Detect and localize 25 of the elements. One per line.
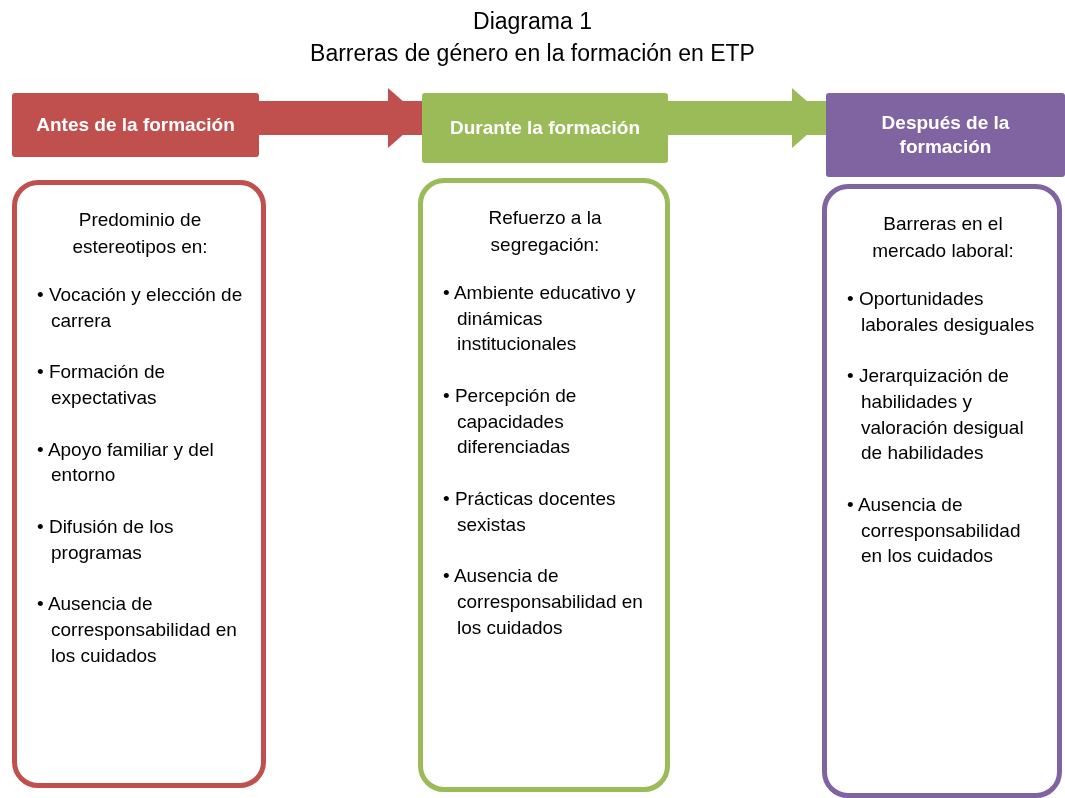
- bullet-item: • Apoyo familiar y del entorno: [37, 437, 215, 488]
- panel-heading: Refuerzo a la segregación:: [487, 206, 603, 257]
- stage-header: Después de la formación: [826, 93, 1065, 177]
- bullet-item: • Percepción de capacidades diferenciadas: [443, 384, 578, 460]
- bullet-item: • Ausencia de corresponsabilidad en los cuidados: [37, 592, 238, 668]
- panel-heading: Predominio de estereotipos en:: [71, 208, 209, 259]
- arrow: [668, 88, 826, 148]
- bullet-item: • Vocación y elección de carrera: [37, 283, 243, 333]
- bullet-item: • Ausencia de corresponsabilidad en los cuidados: [443, 564, 644, 640]
- bullet-item: • Ambiente educativo y dinámicas institucionales: [443, 281, 637, 357]
- bullet-item: • Oportunidades laborales desiguales: [847, 287, 1036, 337]
- title: Barreras de género en la formación en ETP: [309, 40, 756, 67]
- stage-header: Antes de la formación: [12, 93, 259, 157]
- bullet-item: • Ausencia de corresponsabilidad en los cuidados: [847, 493, 1022, 569]
- barrier-panel: [12, 180, 266, 788]
- bullet-item: • Prácticas docentes sexistas: [443, 487, 617, 537]
- panel-heading: Barreras en el mercado laboral:: [871, 212, 1015, 263]
- diagram-number: Diagrama 1: [472, 8, 593, 35]
- barrier-panel: [822, 184, 1062, 798]
- bullet-item: • Formación de expectativas: [37, 360, 167, 411]
- bullet-item: • Jerarquización de habilidades y valoración desigual de habilidades: [847, 364, 1025, 466]
- bullet-item: • Difusión de los programas: [37, 515, 175, 565]
- arrow: [259, 88, 422, 148]
- barrier-panel: [418, 178, 670, 792]
- stage-header: Durante la formación: [422, 93, 668, 163]
